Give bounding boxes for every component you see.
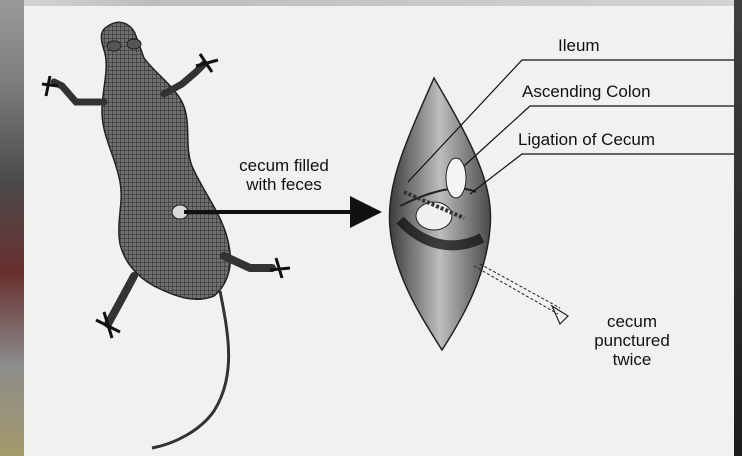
label-punctured-line1: cecum (572, 312, 692, 331)
rat-leg-hind-right (224, 256, 272, 268)
rat-leg-front-right (164, 64, 204, 94)
cecum-illustration (389, 78, 490, 350)
ligation-leader (470, 154, 734, 194)
label-cecum-filled: cecum filled with feces (204, 156, 364, 194)
right-edge (734, 0, 742, 456)
rat-tail (152, 291, 229, 448)
label-cecum-punctured: cecum punctured twice (572, 312, 692, 369)
label-cecum-filled-line2: with feces (204, 175, 364, 194)
left-photo-edge (0, 0, 24, 456)
diagram-drawing (24, 6, 734, 456)
rat-illustration (42, 22, 290, 448)
diagram-canvas: Ileum Ascending Colon Ligation of Cecum … (24, 6, 734, 456)
rat-leg-front-left (54, 82, 104, 102)
label-cecum-filled-line1: cecum filled (204, 156, 364, 175)
rat-leg-hind-left (108, 276, 134, 324)
label-ascending-colon: Ascending Colon (522, 82, 651, 101)
label-punctured-line3: twice (572, 350, 692, 369)
label-ileum: Ileum (558, 36, 600, 55)
label-punctured-line2: punctured (572, 331, 692, 350)
label-ligation-of-cecum: Ligation of Cecum (518, 130, 655, 149)
puncture-needle (474, 264, 560, 314)
